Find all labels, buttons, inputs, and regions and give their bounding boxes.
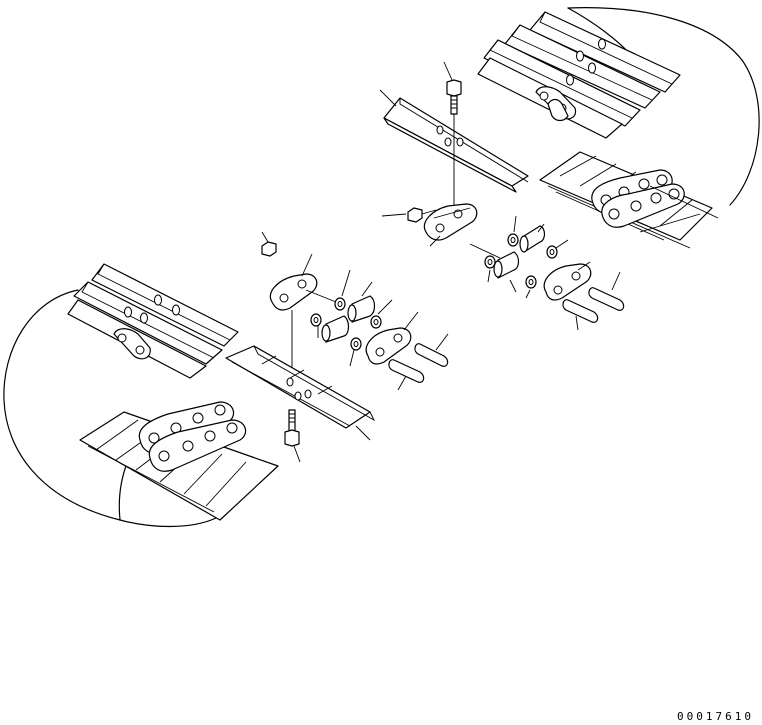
upper-roll-link — [536, 87, 576, 121]
lower-exploded-parts — [226, 242, 448, 446]
lower-nut — [262, 242, 276, 256]
lower-shoe-bolt — [285, 410, 299, 446]
drawing-number: 00017610 — [677, 710, 754, 723]
upper-shoe-bolt — [447, 80, 461, 210]
lower-master-link-2 — [366, 328, 411, 364]
upper-master-link — [424, 204, 476, 240]
upper-bushings — [470, 226, 557, 288]
lower-track-assembly — [4, 264, 278, 527]
upper-nut — [408, 208, 436, 222]
lower-shoe-plate — [226, 346, 374, 428]
lower-pins — [389, 344, 448, 383]
upper-roll-shoes — [478, 12, 680, 138]
lower-roll-shoes — [68, 264, 238, 378]
leader-lines — [262, 62, 620, 462]
lower-roll-link — [114, 329, 150, 359]
upper-pins — [563, 288, 624, 323]
lower-master-link-1 — [270, 274, 316, 382]
upper-exploded-parts — [384, 80, 624, 322]
upper-track-assembly — [478, 8, 759, 248]
upper-shoe-plate — [384, 98, 528, 192]
lower-bushings — [306, 290, 381, 350]
upper-chain-links — [592, 170, 718, 232]
lower-chain-links — [139, 402, 245, 471]
upper-second-link — [544, 264, 591, 300]
